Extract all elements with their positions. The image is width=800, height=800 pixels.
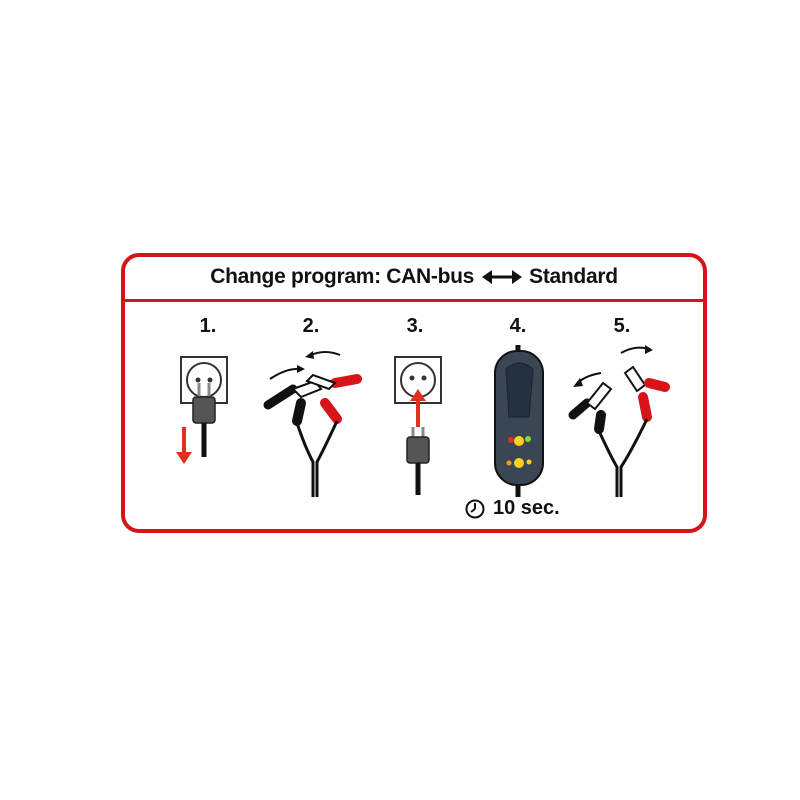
charger-leds-blinking-icon [494, 345, 544, 497]
clamps-together-icon [263, 351, 362, 497]
unplug-from-socket-icon [176, 356, 228, 464]
led-indicators [506, 436, 532, 468]
step-2-number: 2. [302, 315, 320, 337]
title-prefix: Change program: CAN-bus [210, 265, 475, 288]
title-divider [125, 299, 703, 302]
step-3-number: 3. [406, 315, 424, 337]
step-4-number: 4. [509, 315, 527, 337]
instruction-panel: Change program: CAN-bus Standard 1. 2. 3… [121, 253, 707, 533]
double-arrow-icon [481, 270, 522, 285]
clamps-apart-icon [568, 345, 670, 497]
step-1-number: 1. [199, 315, 217, 337]
step-5-number: 5. [613, 315, 631, 337]
clock-icon [465, 499, 485, 518]
timer-label: 10 sec. [493, 497, 560, 519]
panel-title: Change program: CAN-bus Standard [125, 265, 703, 289]
wait-timer: 10 sec. [465, 497, 560, 520]
title-suffix: Standard [529, 265, 618, 288]
plug-into-socket-icon [394, 356, 442, 495]
